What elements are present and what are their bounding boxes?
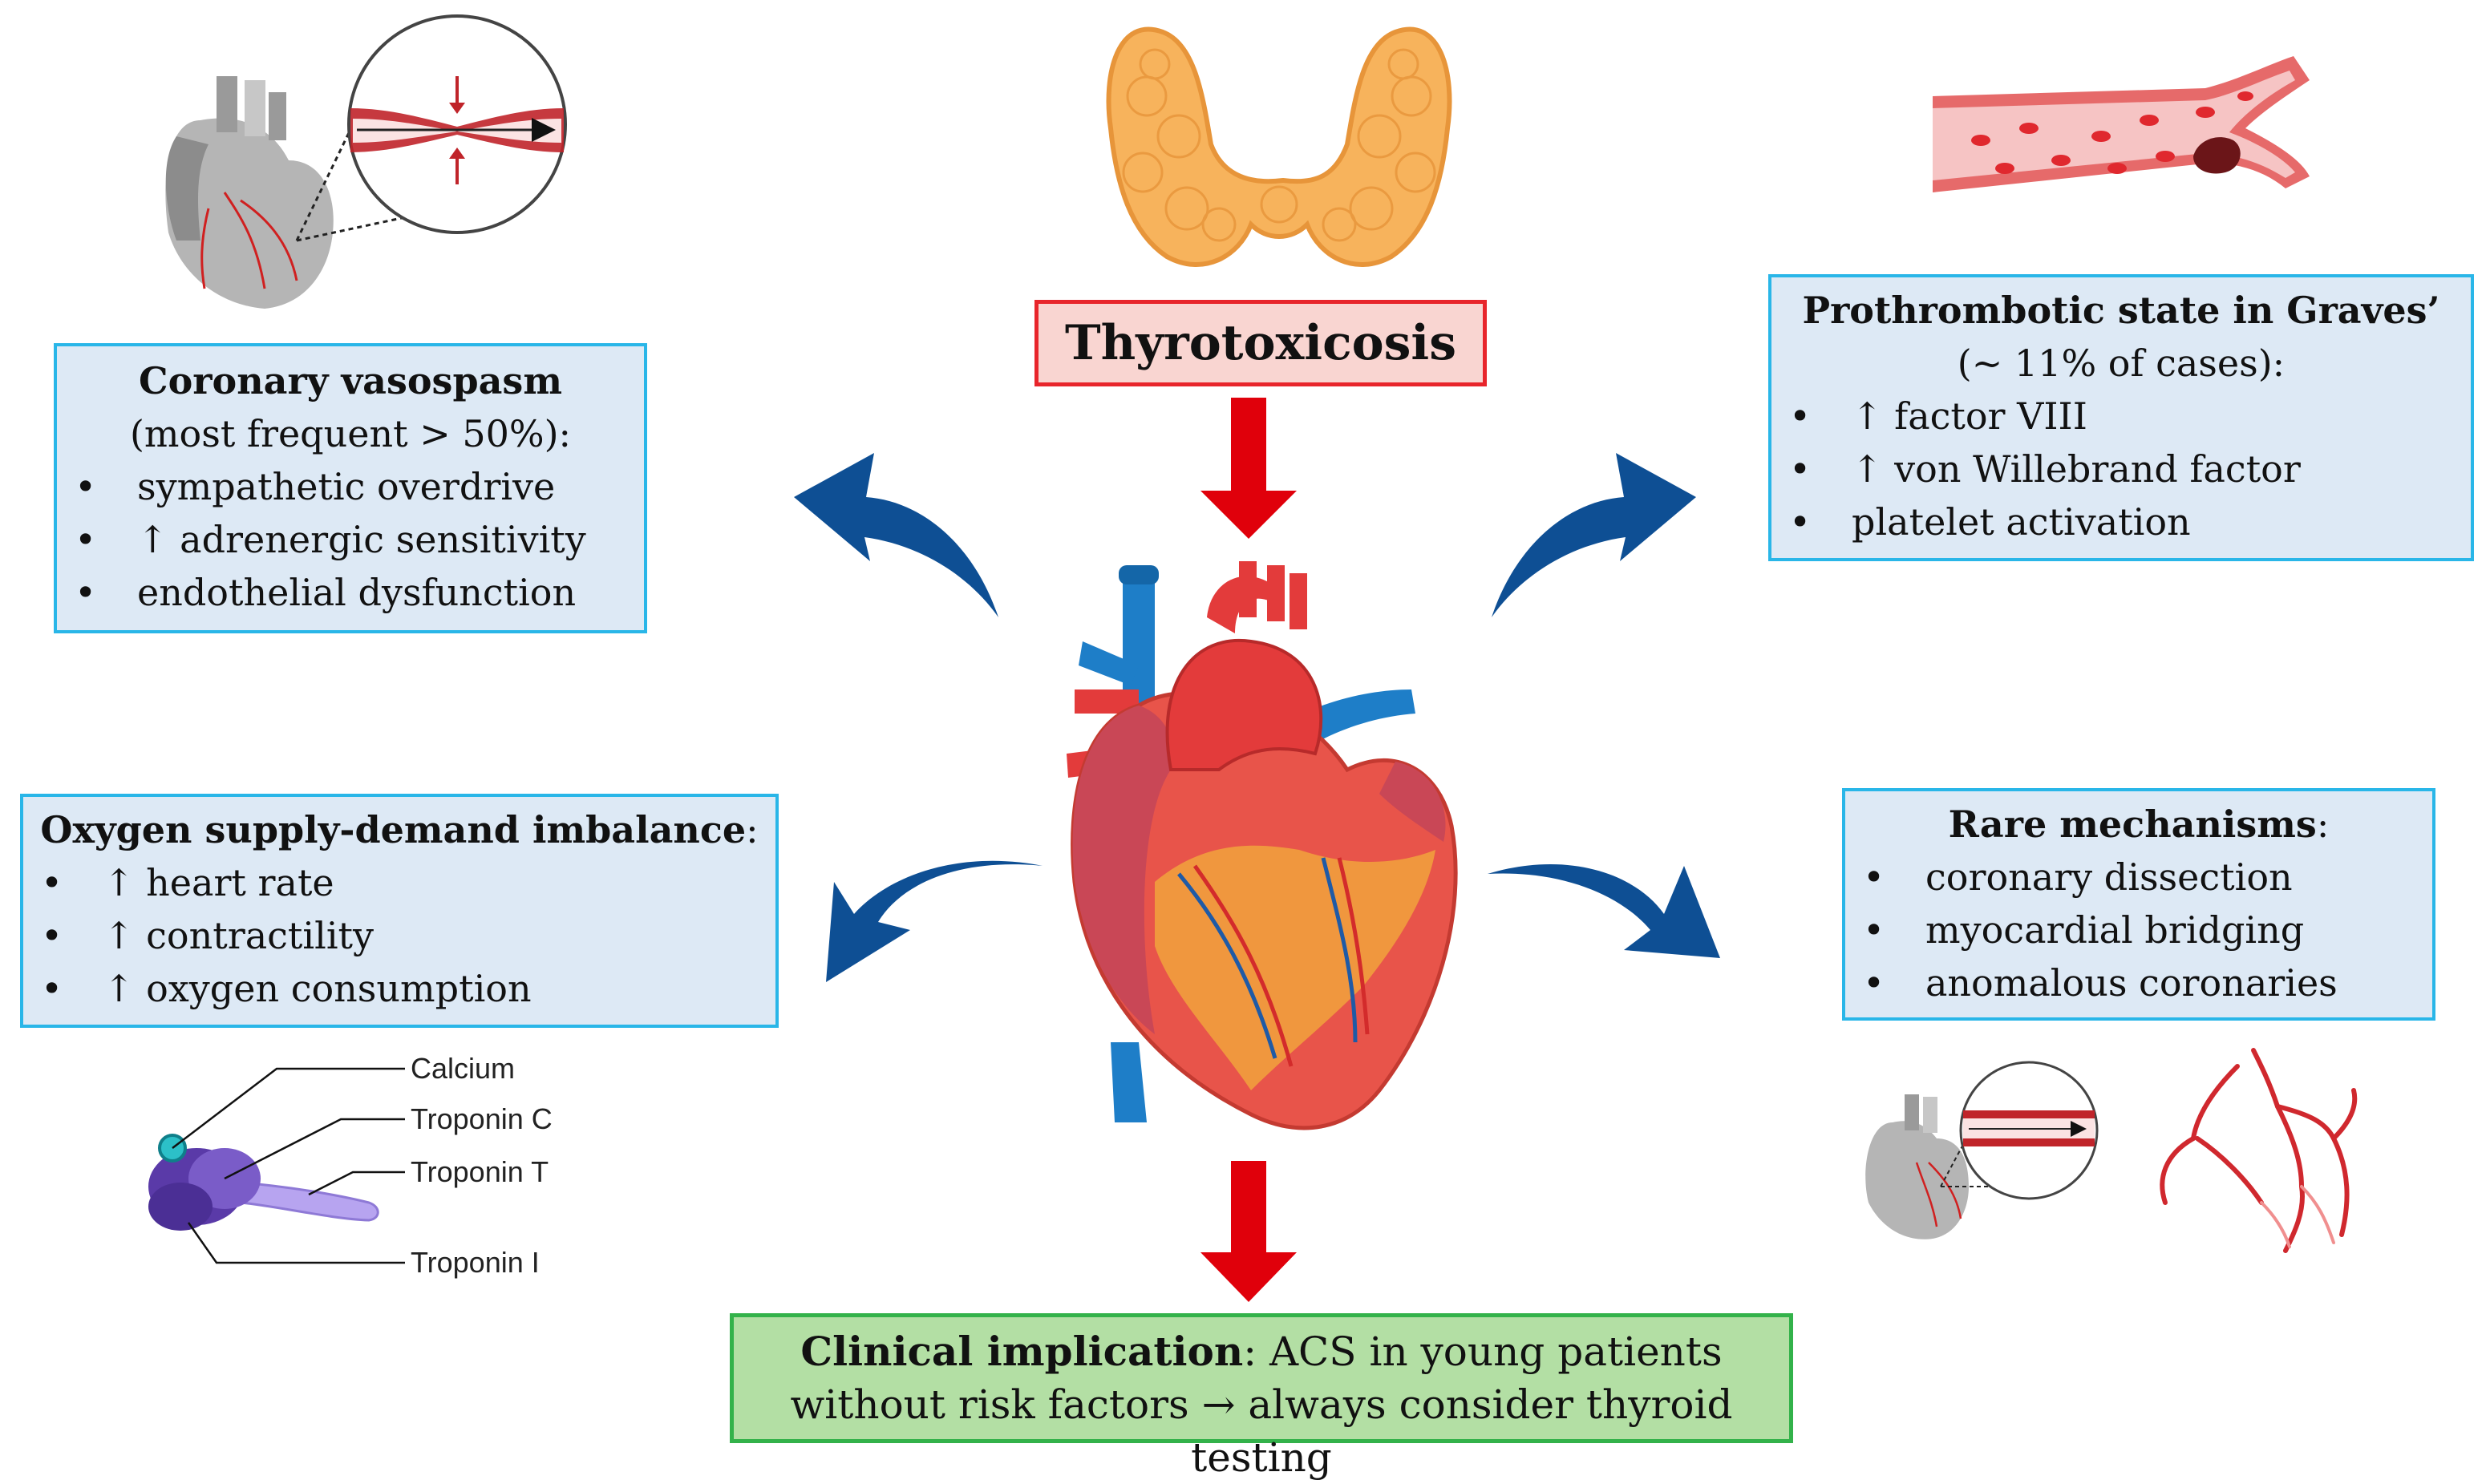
prothrombotic-title: Prothrombotic state in Graves’ — [1802, 289, 2440, 332]
vasospasm-list: •sympathetic overdrive •↑ adrenergic sen… — [57, 460, 644, 619]
list-item: •↑ contractility — [41, 914, 375, 957]
down-arrow-top — [1200, 398, 1297, 539]
thyrotoxicosis-box: Thyrotoxicosis — [1034, 300, 1487, 386]
oxygen-title: Oxygen supply-demand imbalance: — [40, 808, 759, 851]
list-item: •↑ oxygen consumption — [41, 967, 532, 1010]
prothrombotic-box: Prothrombotic state in Graves’ (~ 11% of… — [1768, 274, 2474, 561]
rare-mechanisms-box: Rare mechanisms: •coronary dissection •m… — [1842, 788, 2435, 1021]
vasospasm-box: Coronary vasospasm (most frequent > 50%)… — [54, 343, 647, 633]
calcium-label: Calcium — [411, 1052, 516, 1085]
blue-arrows — [794, 453, 1720, 982]
troponin-complex-icon — [148, 1067, 405, 1264]
list-item: •↑ adrenergic sensitivity — [75, 518, 586, 561]
thyrotoxicosis-label: Thyrotoxicosis — [1065, 315, 1456, 371]
list-item: •↑ von Willebrand factor — [1789, 447, 2301, 491]
rare-list: •coronary dissection •myocardial bridgin… — [1845, 851, 2432, 1009]
clinical-line-2: without risk factors → always consider t… — [790, 1381, 1733, 1481]
down-arrow-bottom — [1200, 1161, 1297, 1302]
vasospasm-title: Coronary vasospasm — [139, 359, 562, 402]
list-item: •platelet activation — [1789, 500, 2191, 544]
vasospasm-subtitle: (most frequent > 50%): — [129, 412, 572, 455]
list-item: •coronary dissection — [1863, 855, 2293, 899]
list-item: •myocardial bridging — [1863, 908, 2305, 952]
oxygen-list: •↑ heart rate •↑ contractility •↑ oxygen… — [23, 856, 775, 1015]
coronary-artery-heart-icon — [165, 14, 567, 309]
thyroid-gland-icon — [1106, 26, 1452, 267]
list-item: •sympathetic overdrive — [75, 465, 556, 508]
rare-title: Rare mechanisms: — [1948, 803, 2330, 846]
list-item: •↑ factor VIII — [1789, 394, 2087, 438]
heart-anatomy-icon — [1067, 561, 1458, 1130]
list-item: •↑ heart rate — [41, 861, 334, 904]
blood-vessel-clot-icon — [1933, 56, 2310, 192]
prothrombotic-subtitle: (~ 11% of cases): — [1957, 342, 2286, 385]
troponin-i-label: Troponin I — [411, 1246, 540, 1279]
clinical-line-1: Clinical implication: ACS in young patie… — [800, 1328, 1723, 1375]
troponin-c-label: Troponin C — [411, 1102, 553, 1135]
oxygen-box: Oxygen supply-demand imbalance: •↑ heart… — [20, 794, 779, 1028]
list-item: •anomalous coronaries — [1863, 961, 2338, 1005]
list-item: •endothelial dysfunction — [75, 571, 577, 614]
prothrombotic-list: •↑ factor VIII •↑ von Willebrand factor … — [1771, 390, 2471, 548]
coronary-tree-icon — [1865, 1048, 2358, 1253]
clinical-implication-box: Clinical implication: ACS in young patie… — [730, 1313, 1793, 1481]
troponin-t-label: Troponin T — [411, 1155, 549, 1188]
